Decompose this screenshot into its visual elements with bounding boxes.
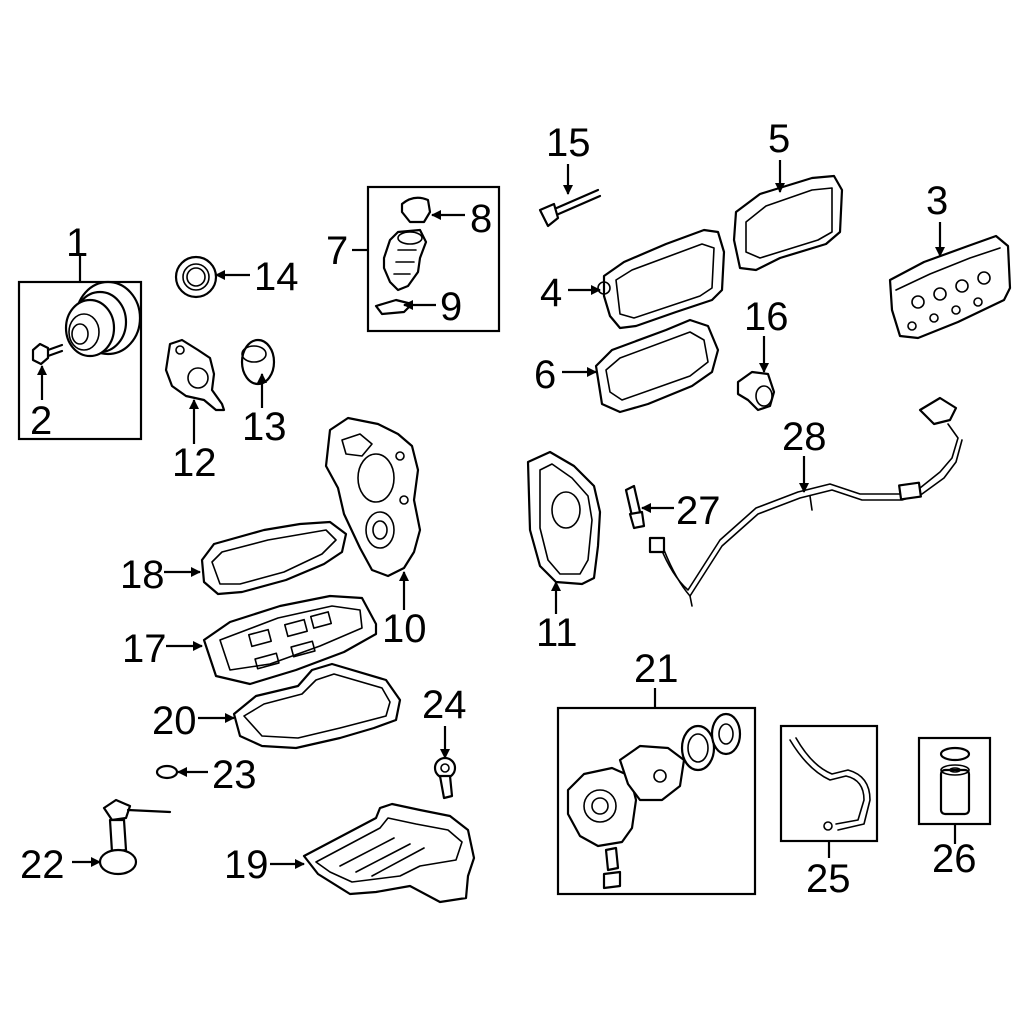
- callout-1: 1: [66, 221, 88, 265]
- callout-28: 28: [782, 415, 827, 459]
- oil-pan-upper-17: [202, 594, 378, 686]
- front-seal: [174, 255, 218, 299]
- callout-25: 25: [806, 857, 851, 901]
- timing-cover-10: [324, 416, 422, 578]
- group-box-7: [366, 185, 501, 333]
- callout-7: 7: [326, 229, 348, 273]
- callout-24: 24: [422, 683, 467, 727]
- group-box-21: [556, 706, 757, 896]
- sensor-16: [736, 370, 776, 412]
- callout-8: 8: [470, 197, 492, 241]
- callout-12: 12: [172, 441, 217, 485]
- o-ring-23: [155, 764, 179, 780]
- pulley-bolt: [31, 342, 64, 366]
- callout-2: 2: [30, 399, 52, 443]
- callout-22: 22: [20, 843, 65, 887]
- callout-20: 20: [152, 699, 197, 743]
- callout-16: 16: [744, 295, 789, 339]
- gasket-20: [232, 662, 402, 750]
- callout-19: 19: [224, 843, 269, 887]
- callout-6: 6: [534, 353, 556, 397]
- callout-3: 3: [926, 179, 948, 223]
- leader-arrows: [37, 160, 945, 869]
- callout-14: 14: [254, 255, 299, 299]
- callout-17: 17: [122, 627, 167, 671]
- gasket-18: [200, 520, 348, 596]
- gasket-5: [732, 174, 844, 272]
- callouts: 1 2 3 4 5 6 7 8 9 10 11 12 13 14 15 16 1…: [20, 117, 977, 901]
- callout-11: 11: [536, 611, 578, 655]
- callout-26: 26: [932, 837, 977, 881]
- callout-18: 18: [120, 553, 165, 597]
- callout-21: 21: [634, 647, 679, 691]
- gasket-6: [594, 318, 720, 414]
- oil-pump-21: [566, 712, 742, 890]
- adapter-24: [433, 756, 457, 800]
- callout-9: 9: [440, 285, 462, 329]
- filter-26: [939, 746, 971, 816]
- sensor-27: [624, 484, 646, 530]
- tube-15: [538, 188, 602, 228]
- sleeve-ring: [240, 338, 276, 386]
- harness-28: [648, 396, 963, 607]
- callout-27: 27: [676, 489, 721, 533]
- cap-8: [400, 196, 432, 224]
- gasket-9: [374, 298, 414, 316]
- housing-7: [382, 228, 428, 292]
- callout-10: 10: [382, 607, 427, 651]
- callout-23: 23: [212, 753, 257, 797]
- timing-gasket-11: [526, 450, 602, 586]
- flange-gasket: [164, 338, 226, 412]
- dipstick-22: [98, 798, 172, 876]
- oil-pan-19: [302, 802, 476, 904]
- valve-cover-3: [888, 234, 1012, 340]
- callout-15: 15: [546, 121, 591, 165]
- callout-4: 4: [540, 271, 562, 315]
- tube-25: [789, 737, 871, 831]
- crank-pulley: [64, 280, 142, 358]
- gasket-4: [602, 228, 726, 330]
- callout-13: 13: [242, 405, 287, 449]
- callout-5: 5: [768, 117, 790, 161]
